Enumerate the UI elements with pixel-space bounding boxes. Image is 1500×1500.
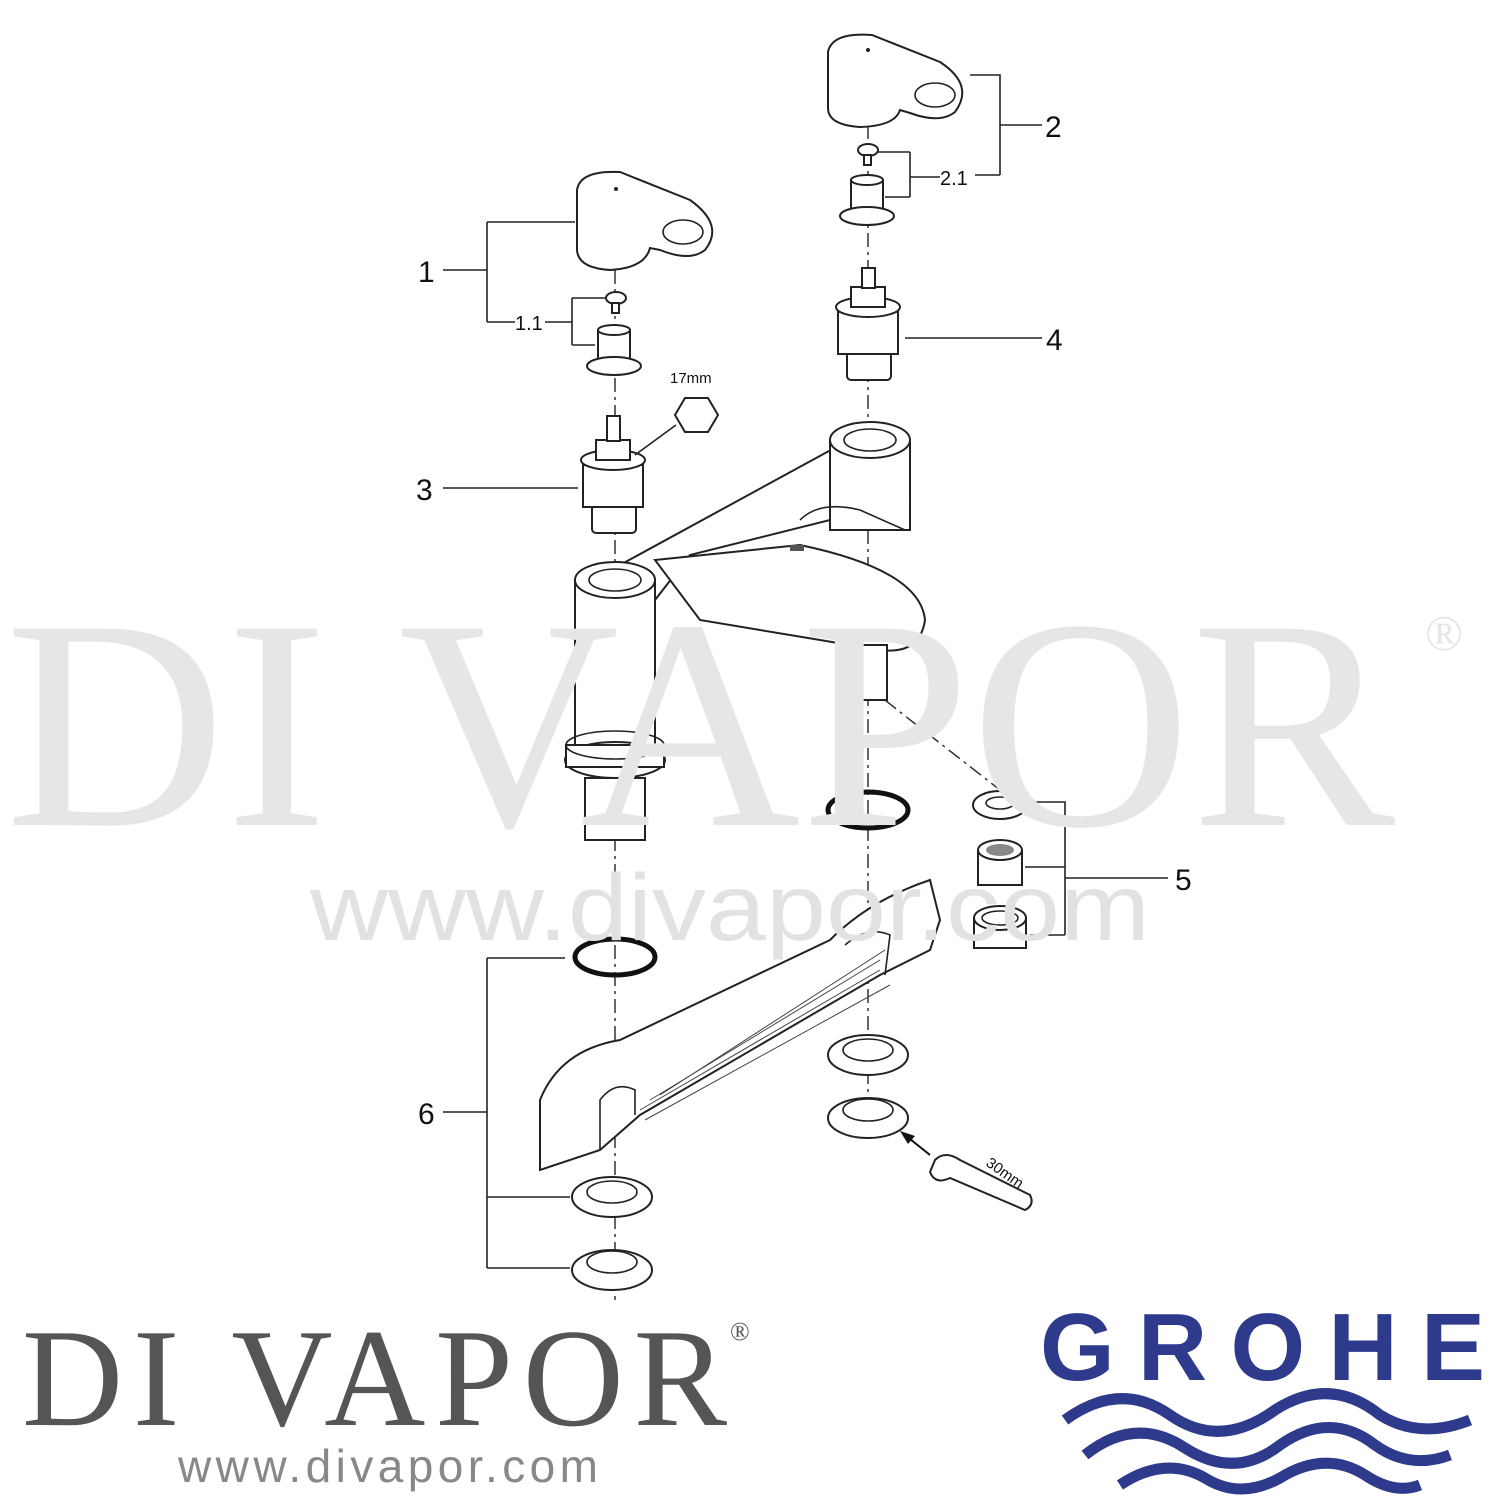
hex-key-17mm-icon — [673, 397, 720, 433]
spout-axis-line — [884, 699, 1001, 791]
screw-2-1 — [857, 143, 879, 166]
watermark-brand: DI VAPOR — [5, 558, 1396, 890]
adapter-1-1 — [586, 324, 642, 376]
callout-3: 3 — [416, 474, 433, 507]
washer-right — [827, 1034, 909, 1076]
cartridge-3 — [580, 415, 646, 534]
divapor-registered: ® — [730, 1317, 750, 1346]
divapor-url: www.divapor.com — [177, 1440, 598, 1492]
handle-2 — [827, 33, 964, 129]
tap-body — [564, 421, 927, 841]
handle-1 — [576, 170, 714, 272]
adapter-2-1 — [839, 174, 895, 226]
callout-2-1: 2.1 — [940, 168, 968, 190]
nut-left — [571, 1249, 653, 1291]
watermark-url: www.divapor.com — [309, 855, 1150, 961]
cartridge-4 — [835, 267, 901, 381]
washer-left — [571, 1176, 653, 1218]
callout-1-1: 1.1 — [515, 313, 543, 335]
wrench-30mm-icon — [900, 1131, 1033, 1212]
countertop-section — [539, 878, 942, 1172]
callout-6: 6 — [418, 1098, 435, 1131]
o-ring-left — [572, 936, 658, 978]
aerator-housing — [973, 905, 1027, 949]
grohe-logo: GROHE — [1040, 1294, 1485, 1401]
o-ring-right — [825, 789, 911, 831]
nut-right — [827, 1097, 909, 1139]
watermark-registered: ® — [1425, 605, 1463, 661]
aerator-washer — [972, 790, 1028, 820]
watermark: DI VAPOR ® www.divapor.com — [5, 558, 1463, 961]
divapor-logo: DI VAPOR — [22, 1301, 728, 1456]
hex-size-label: 17mm — [670, 370, 712, 387]
callout-4: 4 — [1046, 324, 1063, 357]
hex-leader-line — [634, 424, 677, 456]
grohe-waves-icon — [1061, 1388, 1473, 1495]
aerator-insert — [977, 839, 1023, 886]
callout-2: 2 — [1045, 111, 1062, 144]
callout-1: 1 — [418, 256, 435, 289]
callout-5: 5 — [1175, 864, 1192, 897]
screw-1-1 — [605, 291, 627, 314]
callout-lines — [443, 74, 1168, 1269]
